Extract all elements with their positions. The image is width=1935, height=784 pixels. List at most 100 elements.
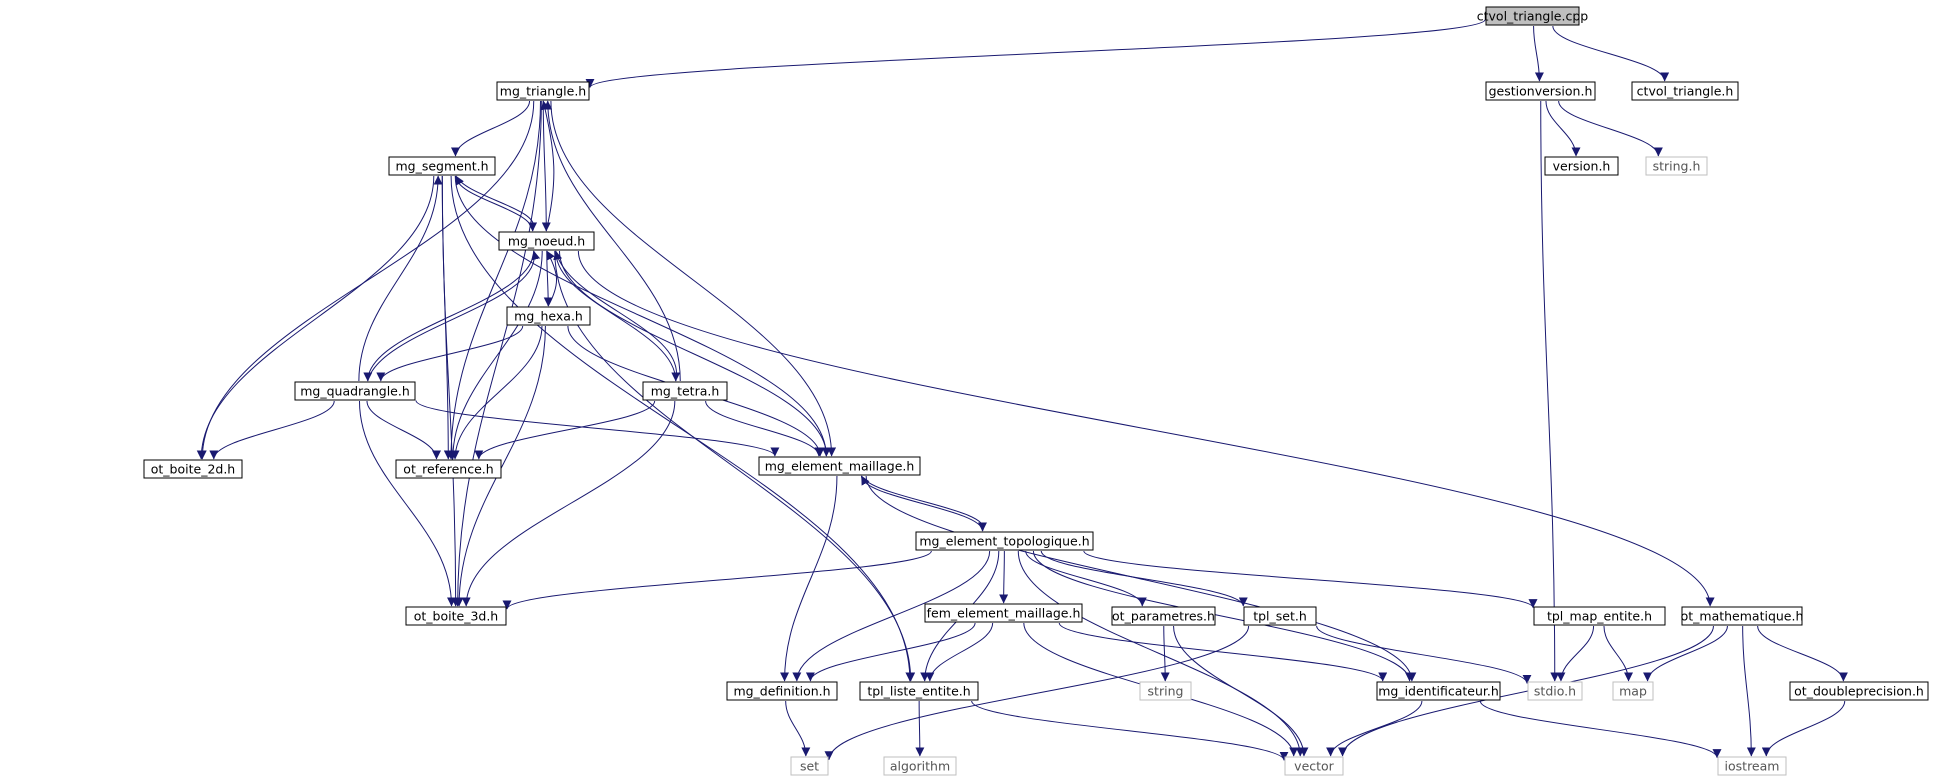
edge-mg_hexa_h-to-mg_noeud_h (546, 250, 557, 307)
edge-mg_identificateur_h-to-iostream (1479, 700, 1722, 759)
node-mg_element_maillage_h[interactable]: mg_element_maillage.h (758, 456, 921, 476)
edge-tpl_map_entite_h-to-stdio_h (1556, 625, 1595, 682)
node-label: set (800, 759, 819, 774)
node-ot_mathematique_h[interactable]: ot_mathematique.h (1681, 606, 1804, 626)
node-mg_hexa_h[interactable]: mg_hexa.h (506, 306, 591, 326)
node-ot_boite_2d_h[interactable]: ot_boite_2d.h (143, 459, 243, 479)
node-box (915, 531, 1094, 551)
edge-mg_quadrangle_h-to-ot_boite_2d_h (209, 400, 335, 460)
node-label: mg_quadrangle.h (300, 384, 410, 399)
node-ot_reference_h[interactable]: ot_reference.h (395, 459, 502, 479)
node-label: mg_definition.h (733, 684, 830, 699)
node-box (388, 156, 496, 176)
node-box (1376, 681, 1501, 701)
edge-mg_noeud_h-to-mg_triangle_h (540, 100, 555, 232)
node-ctvol_triangle_cpp[interactable]: ctvol_triangle.cpp (1477, 6, 1589, 26)
node-label: string.h (1653, 159, 1701, 174)
node-label: fem_element_maillage.h (927, 606, 1081, 621)
node-label: mg_segment.h (395, 159, 488, 174)
node-label: ot_reference.h (403, 462, 493, 477)
node-mg_segment_h[interactable]: mg_segment.h (388, 156, 496, 176)
node-ctvol_triangle_h[interactable]: ctvol_triangle.h (1631, 81, 1739, 101)
node-label: ctvol_triangle.cpp (1477, 9, 1589, 24)
node-box (1631, 81, 1739, 101)
edge-mg_tetra_h-to-mg_noeud_h (553, 250, 678, 382)
node-mg_element_topologique_h[interactable]: mg_element_topologique.h (915, 531, 1094, 551)
edge-mg_noeud_h-to-ot_reference_h (448, 250, 543, 460)
node-box (1111, 606, 1216, 626)
edge-mg_segment_h-to-mg_element_maillage_h (454, 175, 831, 457)
node-box (496, 81, 590, 101)
node-tpl_liste_entite_h[interactable]: tpl_liste_entite.h (859, 681, 979, 701)
node-mg_triangle_h[interactable]: mg_triangle.h (496, 81, 590, 101)
node-label: mg_noeud.h (508, 234, 585, 249)
edge-tpl_set_h-to-stdio_h (1316, 625, 1532, 684)
node-label: stdio.h (1534, 684, 1576, 699)
node-box (859, 681, 979, 701)
node-mg_identificateur_h[interactable]: mg_identificateur.h (1376, 681, 1501, 701)
node-label: ot_parametres.h (1112, 609, 1215, 624)
node-gestionversion_h[interactable]: gestionversion.h (1485, 81, 1596, 101)
edge-mg_triangle_h-to-ot_reference_h (446, 100, 541, 460)
node-stdio_h: stdio.h (1527, 681, 1583, 701)
edge-mg_element_topologique_h-to-mg_identificateur_h (1032, 550, 1415, 682)
node-label: mg_element_maillage.h (765, 459, 915, 474)
node-fem_element_maillage_h[interactable]: fem_element_maillage.h (924, 603, 1083, 623)
node-mg_definition_h[interactable]: mg_definition.h (726, 681, 838, 701)
node-box (726, 681, 838, 701)
edge-mg_element_topologique_h-to-mg_element_maillage_h (861, 475, 984, 532)
node-box (1717, 756, 1787, 776)
edge-mg_element_topologique_h-to-mg_definition_h (792, 550, 991, 682)
edge-mg_element_topologique_h-to-tpl_set_h (1040, 550, 1248, 607)
edge-tpl_map_entite_h-to-map (1603, 625, 1634, 682)
edge-mg_segment_h-to-ot_reference_h (441, 175, 453, 460)
node-box (1645, 156, 1708, 176)
node-box (294, 381, 416, 401)
node-mg_tetra_h[interactable]: mg_tetra.h (642, 381, 728, 401)
node-label: mg_identificateur.h (1378, 684, 1499, 699)
node-label: tpl_liste_entite.h (867, 684, 970, 699)
node-ot_boite_3d_h[interactable]: ot_boite_3d.h (405, 606, 507, 626)
edge-mg_quadrangle_h-to-mg_element_maillage_h (415, 400, 780, 457)
edge-fem_element_maillage_h-to-mg_definition_h (805, 622, 976, 682)
edge-mg_element_topologique_h-to-fem_element_maillage_h (999, 550, 1009, 604)
edge-mg_segment_h-to-tpl_liste_entite_h (450, 175, 915, 682)
node-tpl_map_entite_h[interactable]: tpl_map_entite.h (1533, 606, 1666, 626)
node-version_h[interactable]: version.h (1544, 156, 1619, 176)
edge-mg_noeud_h-to-ot_mathematique_h (577, 250, 1715, 607)
edge-mg_noeud_h-to-mg_quadrangle_h (363, 250, 535, 382)
edge-ot_doubleprecision_h-to-iostream (1761, 700, 1846, 757)
edge-ot_mathematique_h-to-map (1643, 625, 1728, 682)
edge-mg_element_maillage_h-to-mg_element_topologique_h (861, 475, 987, 532)
node-box (1533, 606, 1666, 626)
node-mg_noeud_h[interactable]: mg_noeud.h (498, 231, 595, 251)
node-string_h: string.h (1645, 156, 1708, 176)
node-ot_doubleprecision_h[interactable]: ot_doubleprecision.h (1789, 681, 1929, 701)
node-box (395, 459, 502, 479)
node-label: vector (1294, 759, 1335, 774)
edge-mg_triangle_h-to-mg_segment_h (450, 100, 531, 157)
node-mg_quadrangle_h[interactable]: mg_quadrangle.h (294, 381, 416, 401)
edge-mg_element_maillage_h-to-mg_identificateur_h (865, 475, 1417, 682)
node-label: version.h (1553, 159, 1611, 174)
node-label: ot_doubleprecision.h (1794, 684, 1924, 699)
node-box (1284, 756, 1344, 776)
node-label: tpl_set.h (1253, 609, 1307, 624)
edge-mg_triangle_h-to-mg_noeud_h (541, 100, 551, 232)
node-label: ot_boite_2d.h (151, 462, 235, 477)
edge-ctvol_triangle_cpp-to-ctvol_triangle_h (1552, 25, 1670, 82)
node-ot_parametres_h[interactable]: ot_parametres.h (1111, 606, 1216, 626)
node-label: string (1148, 684, 1184, 699)
edge-mg_tetra_h-to-ot_boite_3d_h (461, 400, 676, 607)
node-string: string (1139, 681, 1192, 701)
node-box (1243, 606, 1317, 626)
node-set: set (790, 756, 829, 776)
node-box (1485, 81, 1596, 101)
node-tpl_set_h[interactable]: tpl_set.h (1243, 606, 1317, 626)
node-box (924, 603, 1083, 623)
edge-mg_noeud_h-to-mg_segment_h (455, 175, 535, 232)
node-label: mg_triangle.h (500, 84, 586, 99)
node-box (1612, 681, 1654, 701)
node-box (883, 756, 957, 776)
